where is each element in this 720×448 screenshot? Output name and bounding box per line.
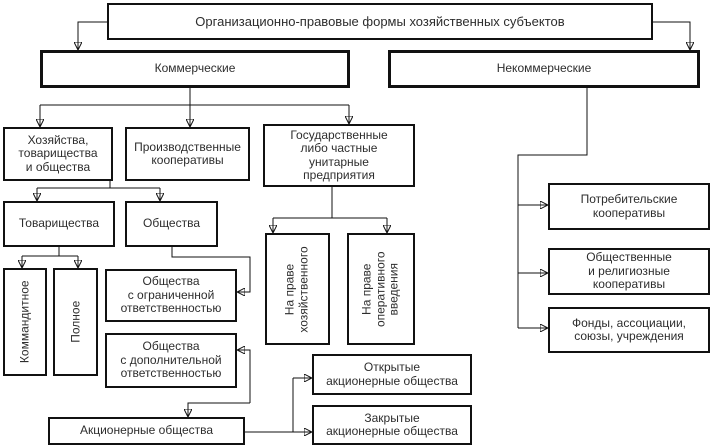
node-fondy-label: Фонды, ассоциации, союзы, учреждения (571, 315, 687, 343)
node-oao-label: Открытые акционерные общества (326, 360, 458, 388)
edge-root-commercial (78, 21, 107, 50)
node-zao-label: Закрытые акционерные общества (326, 410, 458, 438)
node-ooo: Общества с ограниченной ответственностью (105, 269, 237, 322)
node-pravo-hoz-label: На праве хозяйственного (283, 245, 311, 333)
node-pravo-hoz: На праве хозяйственного (265, 233, 330, 345)
node-obsh-label: Общества (142, 216, 201, 231)
node-tovar-label: Товарищества (18, 216, 100, 231)
node-ao-label: Акционерные общества (79, 423, 214, 438)
node-obsh: Общества (125, 201, 218, 247)
node-ao: Акционерные общества (48, 417, 245, 445)
node-polnoe: Полное (53, 268, 98, 376)
node-odo-label: Общества с дополнительной ответственност… (120, 339, 222, 381)
node-pravo-oper-label: На праве оперативного введения (359, 251, 401, 327)
node-polnoe-label: Полное (67, 300, 82, 344)
node-tovar: Товарищества (3, 201, 115, 247)
node-oao: Открытые акционерные общества (312, 354, 472, 395)
node-kommand: Коммандитное (3, 268, 47, 376)
node-obshrel: Общественные и религиозные кооперативы (548, 248, 710, 295)
node-potreb: Потребительские кооперативы (548, 183, 710, 230)
node-obshrel-label: Общественные и религиозные кооперативы (586, 250, 672, 292)
node-noncommercial-label: Некоммерческие (496, 61, 592, 76)
node-commercial-label: Коммерческие (154, 61, 236, 76)
node-potreb-label: Потребительские кооперативы (580, 192, 678, 220)
edge-root-noncommercial (653, 21, 690, 50)
node-prodcoop: Производственные кооперативы (125, 127, 250, 181)
node-gosud: Государственные либо частные унитарные п… (263, 124, 415, 187)
node-odo: Общества с дополнительной ответственност… (105, 333, 237, 388)
node-gosud-label: Государственные либо частные унитарные п… (290, 127, 388, 182)
node-commercial: Коммерческие (40, 50, 350, 88)
edge-odo-ao (188, 402, 250, 417)
node-root-label: Организационно-правовые формы хозяйствен… (195, 13, 565, 29)
node-kommand-label: Коммандитное (17, 280, 32, 364)
node-noncommercial: Некоммерческие (388, 50, 700, 88)
node-zao: Закрытые акционерные общества (312, 405, 472, 445)
node-root: Организационно-правовые формы хозяйствен… (107, 3, 653, 40)
node-ooo-label: Общества с ограниченной ответственностью (120, 274, 222, 316)
node-hoz-label: Хозяйства, товарищества и общества (18, 132, 98, 174)
node-hoz: Хозяйства, товарищества и общества (3, 127, 113, 181)
node-fondy: Фонды, ассоциации, союзы, учреждения (548, 307, 710, 353)
node-prodcoop-label: Производственные кооперативы (134, 139, 241, 167)
node-pravo-oper: На праве оперативного введения (347, 233, 415, 345)
edge-ao-odo (237, 350, 251, 403)
